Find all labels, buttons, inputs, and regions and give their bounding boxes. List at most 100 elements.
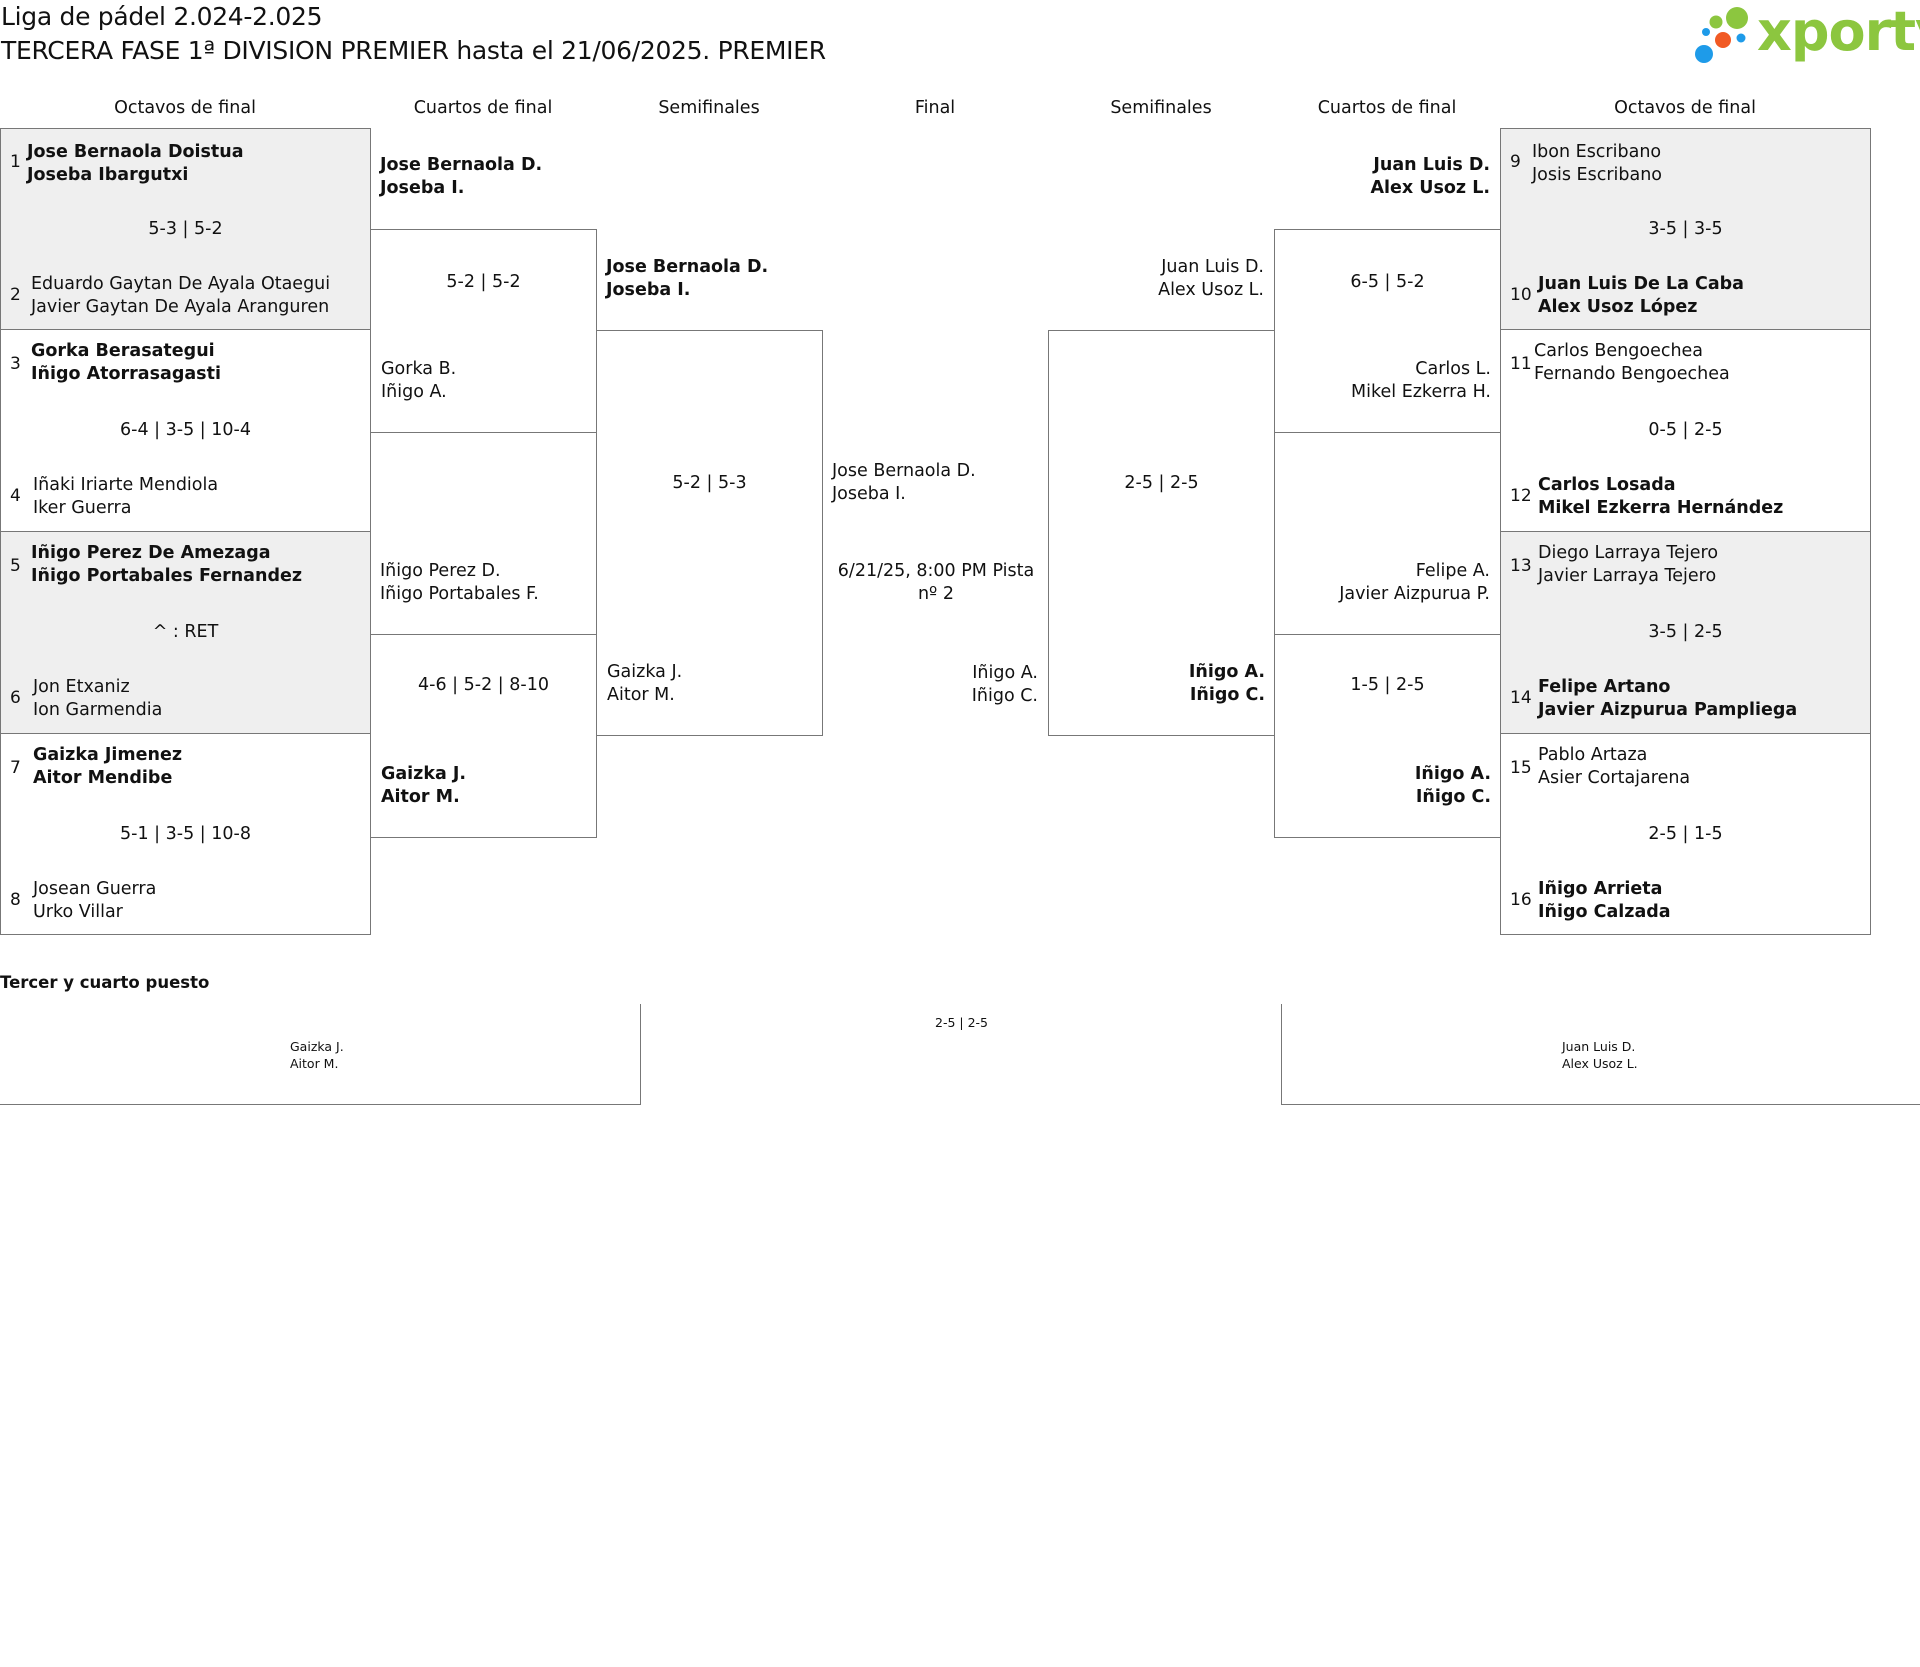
round-header-left-qf: Cuartos de final	[413, 98, 553, 118]
team-top[interactable]: Diego Larraya Tejero Javier Larraya Teje…	[1538, 542, 1718, 588]
team-top[interactable]: Pablo Artaza Asier Cortajarena	[1538, 744, 1690, 790]
match-r16-right-3[interactable]: 13 Diego Larraya Tejero Javier Larraya T…	[1500, 531, 1871, 734]
final-schedule: 6/21/25, 8:00 PM Pista nº 2	[837, 561, 1035, 604]
player-name: Gaizka J.	[381, 764, 467, 784]
team-bottom[interactable]: Jon Etxaniz Ion Garmendia	[33, 676, 162, 722]
seed-number: 6	[10, 688, 21, 708]
qf-left-1-team-top[interactable]: Jose Bernaola D. Joseba I.	[380, 154, 542, 200]
third-place-score: 2-5 | 2-5	[935, 1015, 988, 1030]
player-name: Javier Gaytan De Ayala Aranguren	[31, 297, 330, 317]
match-score: 2-5 | 1-5	[1648, 824, 1723, 844]
match-r16-left-1[interactable]: 1 Jose Bernaola Doistua Joseba Ibargutxi…	[0, 128, 371, 330]
team-bottom[interactable]: Carlos Losada Mikel Ezkerra Hernández	[1538, 474, 1783, 520]
player-name: Josis Escribano	[1532, 165, 1663, 185]
match-r16-left-4[interactable]: 7 Gaizka Jimenez Aitor Mendibe 5-1 | 3-5…	[0, 733, 371, 935]
player-name: Josean Guerra	[33, 879, 157, 899]
player-name: Carlos Bengoechea	[1534, 341, 1704, 361]
player-name: Eduardo Gaytan De Ayala Otaegui	[31, 274, 331, 294]
player-name: Gorka B.	[381, 359, 457, 379]
player-name: Aitor Mendibe	[33, 768, 173, 788]
third-place-title: Tercer y cuarto puesto	[0, 973, 210, 992]
match-score: 4-6 | 5-2 | 8-10	[418, 675, 549, 695]
sf-right-team-top[interactable]: Juan Luis D. Alex Usoz L.	[1048, 256, 1264, 302]
seed-number: 7	[10, 758, 21, 778]
match-r16-left-2[interactable]: 3 Gorka Berasategui Iñigo Atorrasagasti …	[0, 329, 371, 532]
seed-number: 11	[1510, 354, 1532, 374]
team-bottom[interactable]: Josean Guerra Urko Villar	[33, 878, 156, 924]
match-qf-left-2[interactable]: 4-6 | 5-2 | 8-10 Gaizka J. Aitor M.	[370, 634, 597, 838]
team-top[interactable]: Gaizka Jimenez Aitor Mendibe	[33, 744, 182, 790]
team-bottom[interactable]: Eduardo Gaytan De Ayala Otaegui Javier G…	[31, 273, 330, 319]
team-top[interactable]: Ibon Escribano Josis Escribano	[1532, 141, 1662, 187]
match-sf-left[interactable]: 5-2 | 5-3 Gaizka J. Aitor M.	[596, 330, 823, 736]
player-name: Aitor M.	[290, 1056, 339, 1071]
player-name: Javier Aizpurua P.	[1339, 584, 1490, 604]
sf-left-team-bottom[interactable]: Gaizka J. Aitor M.	[607, 661, 682, 707]
player-name: Juan Luis D.	[1562, 1039, 1636, 1054]
team-top[interactable]: Iñigo Perez De Amezaga Iñigo Portabales …	[31, 542, 302, 588]
match-qf-right-2[interactable]: 1-5 | 2-5 Iñigo A. Iñigo C.	[1274, 634, 1501, 838]
match-score: 3-5 | 3-5	[1648, 219, 1723, 239]
qf-left-1-team-bottom[interactable]: Gorka B. Iñigo A.	[381, 358, 456, 404]
match-qf-left-1[interactable]: 5-2 | 5-2 Gorka B. Iñigo A.	[370, 229, 597, 433]
sf-left-team-top[interactable]: Jose Bernaola D. Joseba I.	[606, 256, 768, 302]
player-name: Mikel Ezkerra Hernández	[1538, 498, 1784, 518]
qf-right-2-team-bottom[interactable]: Iñigo A. Iñigo C.	[1275, 763, 1491, 809]
match-score: 5-2 | 5-2	[446, 272, 521, 292]
team-bottom[interactable]: Juan Luis De La Caba Alex Usoz López	[1538, 273, 1744, 319]
round-header-right-sf: Semifinales	[1110, 98, 1212, 118]
qf-right-2-team-top[interactable]: Felipe A. Javier Aizpurua P.	[1274, 560, 1490, 606]
match-r16-right-4[interactable]: 15 Pablo Artaza Asier Cortajarena 2-5 | …	[1500, 733, 1871, 935]
match-r16-left-3[interactable]: 5 Iñigo Perez De Amezaga Iñigo Portabale…	[0, 531, 371, 734]
third-place-team-right[interactable]: Juan Luis D. Alex Usoz L.	[1562, 1038, 1638, 1072]
match-sf-right[interactable]: 2-5 | 2-5 Iñigo A. Iñigo C.	[1048, 330, 1275, 736]
qf-left-2-team-top[interactable]: Iñigo Perez D. Iñigo Portabales F.	[380, 560, 539, 606]
xporty-logo[interactable]: xporty	[1693, 0, 1920, 66]
match-score: 5-3 | 5-2	[148, 219, 223, 239]
team-bottom[interactable]: Felipe Artano Javier Aizpurua Pampliega	[1538, 676, 1797, 722]
player-name: Joseba I.	[606, 280, 691, 300]
player-name: Juan Luis D.	[1161, 257, 1264, 277]
match-r16-right-1[interactable]: 9 Ibon Escribano Josis Escribano 3-5 | 3…	[1500, 128, 1871, 330]
third-place-right-bracket[interactable]: Juan Luis D. Alex Usoz L.	[1281, 1004, 1920, 1105]
team-bottom[interactable]: Iñaki Iriarte Mendiola Iker Guerra	[33, 474, 218, 520]
player-name: Iñigo A.	[972, 663, 1038, 683]
qf-right-1-team-bottom[interactable]: Carlos L. Mikel Ezkerra H.	[1275, 358, 1491, 404]
team-top[interactable]: Jose Bernaola Doistua Joseba Ibargutxi	[27, 141, 244, 187]
player-name: Gorka Berasategui	[31, 341, 215, 361]
third-place-team-left[interactable]: Gaizka J. Aitor M.	[290, 1038, 344, 1072]
player-name: Iñigo Arrieta	[1538, 879, 1663, 899]
match-r16-right-2[interactable]: 11 Carlos Bengoechea Fernando Bengoechea…	[1500, 329, 1871, 532]
seed-number: 4	[10, 486, 21, 506]
player-name: Iñigo Atorrasagasti	[31, 364, 221, 384]
player-name: Iñigo Perez D.	[380, 561, 501, 581]
player-name: Diego Larraya Tejero	[1538, 543, 1719, 563]
qf-left-2-team-bottom[interactable]: Gaizka J. Aitor M.	[381, 763, 466, 809]
seed-number: 13	[1510, 556, 1532, 576]
team-bottom[interactable]: Iñigo Arrieta Iñigo Calzada	[1538, 878, 1671, 924]
final-team-bottom[interactable]: Iñigo A. Iñigo C.	[822, 662, 1038, 708]
third-place-left-bracket[interactable]: Gaizka J. Aitor M.	[0, 1004, 641, 1105]
player-name: Gaizka Jimenez	[33, 745, 183, 765]
player-name: Alex Usoz López	[1538, 297, 1698, 317]
sf-right-team-bottom[interactable]: Iñigo A. Iñigo C.	[1049, 661, 1265, 707]
qf-right-1-team-top[interactable]: Juan Luis D. Alex Usoz L.	[1274, 154, 1490, 200]
match-score: 1-5 | 2-5	[1350, 675, 1425, 695]
player-name: Iñigo Portabales F.	[380, 584, 539, 604]
team-top[interactable]: Carlos Bengoechea Fernando Bengoechea	[1534, 340, 1730, 386]
player-name: Ion Garmendia	[33, 700, 163, 720]
seed-number: 8	[10, 890, 21, 910]
player-name: Felipe A.	[1415, 561, 1490, 581]
seed-number: 12	[1510, 486, 1532, 506]
player-name: Alex Usoz L.	[1370, 178, 1490, 198]
player-name: Jose Bernaola Doistua	[27, 142, 244, 162]
final-team-top[interactable]: Jose Bernaola D. Joseba I.	[832, 460, 976, 506]
seed-number: 3	[10, 354, 21, 374]
player-name: Iñigo C.	[1415, 787, 1491, 807]
player-name: Alex Usoz L.	[1562, 1056, 1638, 1071]
player-name: Asier Cortajarena	[1538, 768, 1691, 788]
team-top[interactable]: Gorka Berasategui Iñigo Atorrasagasti	[31, 340, 221, 386]
player-name: Iñigo C.	[1189, 685, 1265, 705]
match-score: 3-5 | 2-5	[1648, 622, 1723, 642]
match-qf-right-1[interactable]: 6-5 | 5-2 Carlos L. Mikel Ezkerra H.	[1274, 229, 1501, 433]
